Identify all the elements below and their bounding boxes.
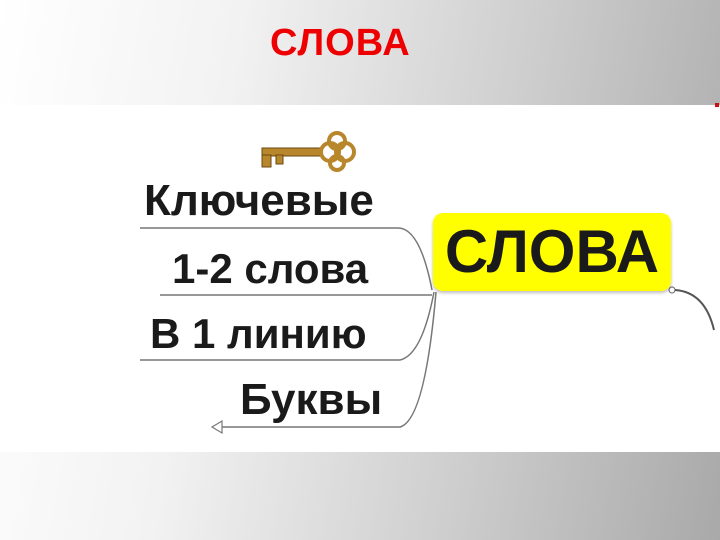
connector-dot <box>668 286 676 294</box>
branch-connector-4 <box>222 291 437 428</box>
branch-connector-1 <box>140 227 433 291</box>
accent-mark <box>715 103 719 107</box>
central-connector <box>674 289 715 331</box>
branch-label-words: 1-2 слова <box>172 245 369 292</box>
central-node-label: СЛОВА <box>444 218 660 285</box>
branch-connector-3 <box>140 291 435 361</box>
key-icon <box>261 131 356 172</box>
central-node: СЛОВА <box>433 213 671 291</box>
arrow-head <box>210 419 223 435</box>
slide-title: СЛОВА <box>270 22 411 64</box>
branch-label-letters: Буквы <box>240 375 383 424</box>
branch-label-line: В 1 линию <box>150 310 367 357</box>
branch-label-keywords: Ключевые <box>144 176 374 225</box>
